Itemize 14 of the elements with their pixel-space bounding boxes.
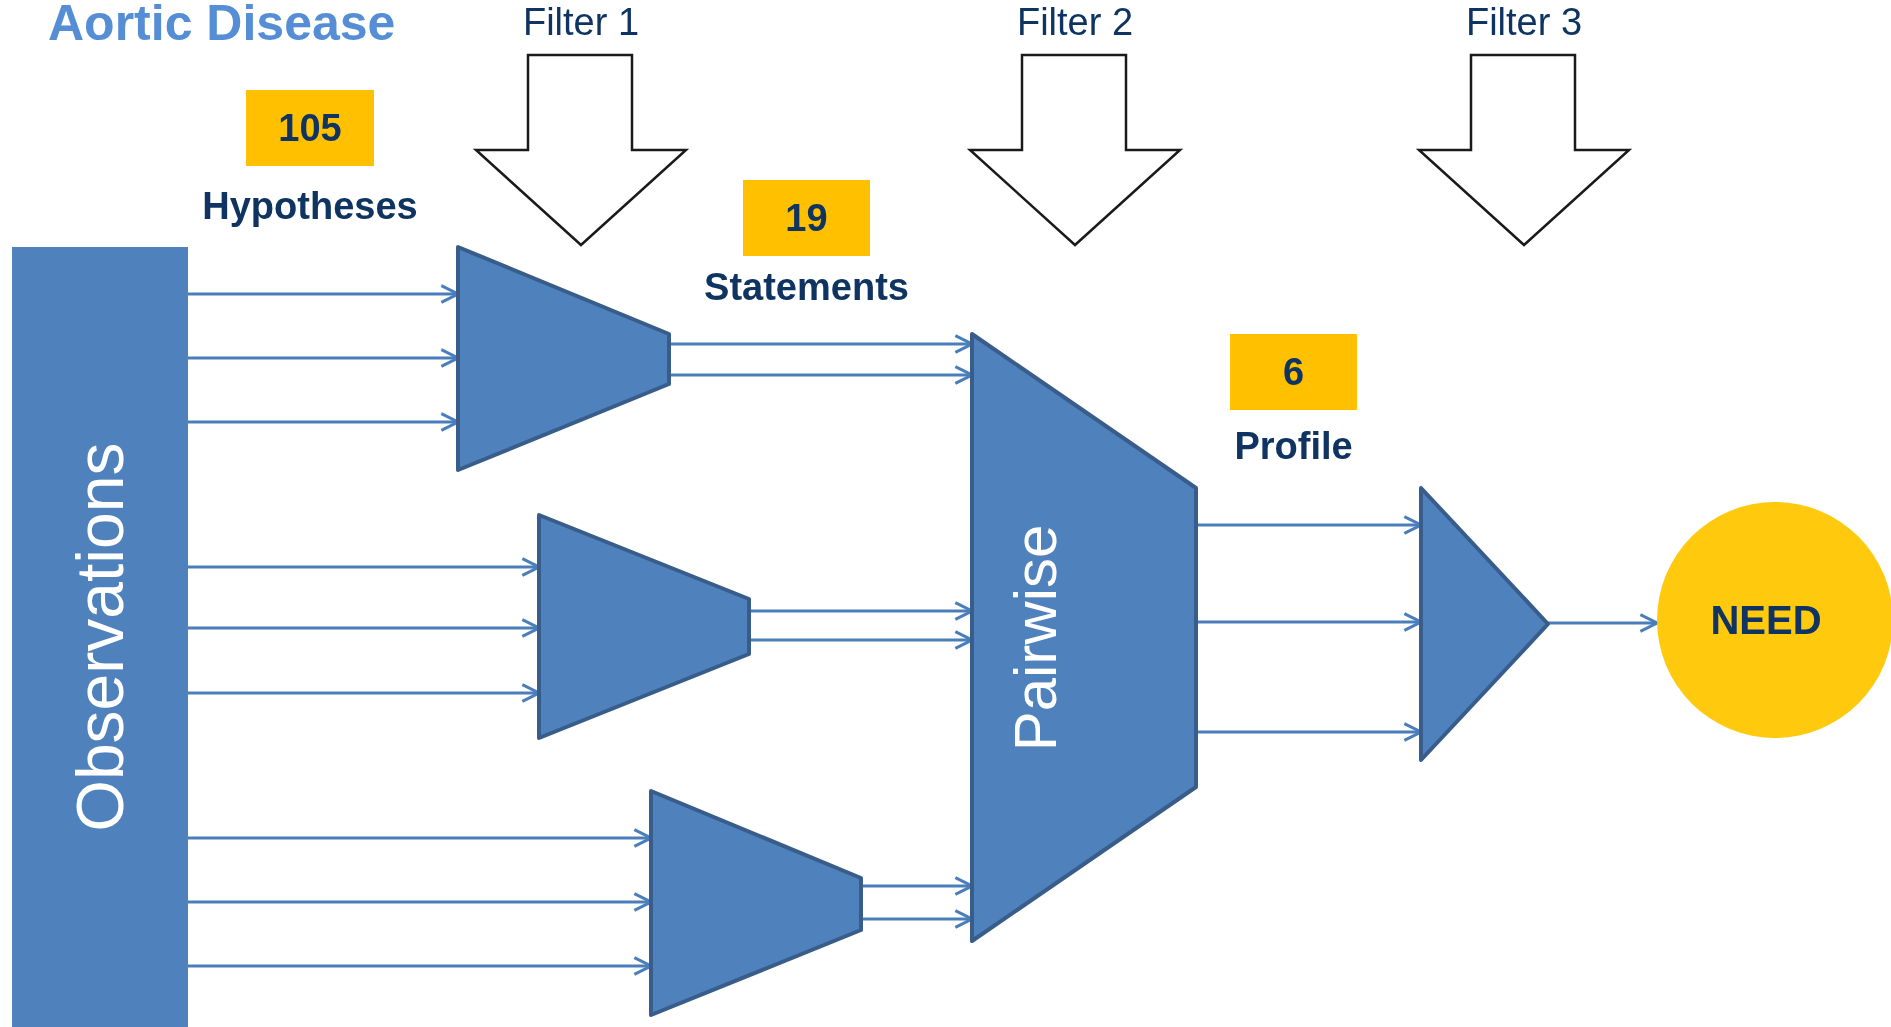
- caption-label: Hypotheses: [202, 184, 418, 228]
- filter-label: Filter 3: [1465, 0, 1583, 44]
- goal-circle: NEED: [1657, 502, 1891, 738]
- diagram-title: Aortic Disease: [48, 0, 396, 52]
- filter-label: Filter 1: [522, 0, 640, 44]
- arrow: [1548, 613, 1659, 633]
- count-badge: 19: [743, 180, 870, 256]
- caption-label: Statements: [704, 265, 909, 309]
- count-badge: 105: [246, 90, 374, 166]
- filter-label: Filter 2: [1016, 0, 1134, 44]
- vertical-label: Pairwise: [1000, 524, 1070, 751]
- vertical-label: Observations: [62, 442, 138, 832]
- count-badge: 6: [1230, 334, 1357, 410]
- caption-label: Profile: [1234, 424, 1353, 468]
